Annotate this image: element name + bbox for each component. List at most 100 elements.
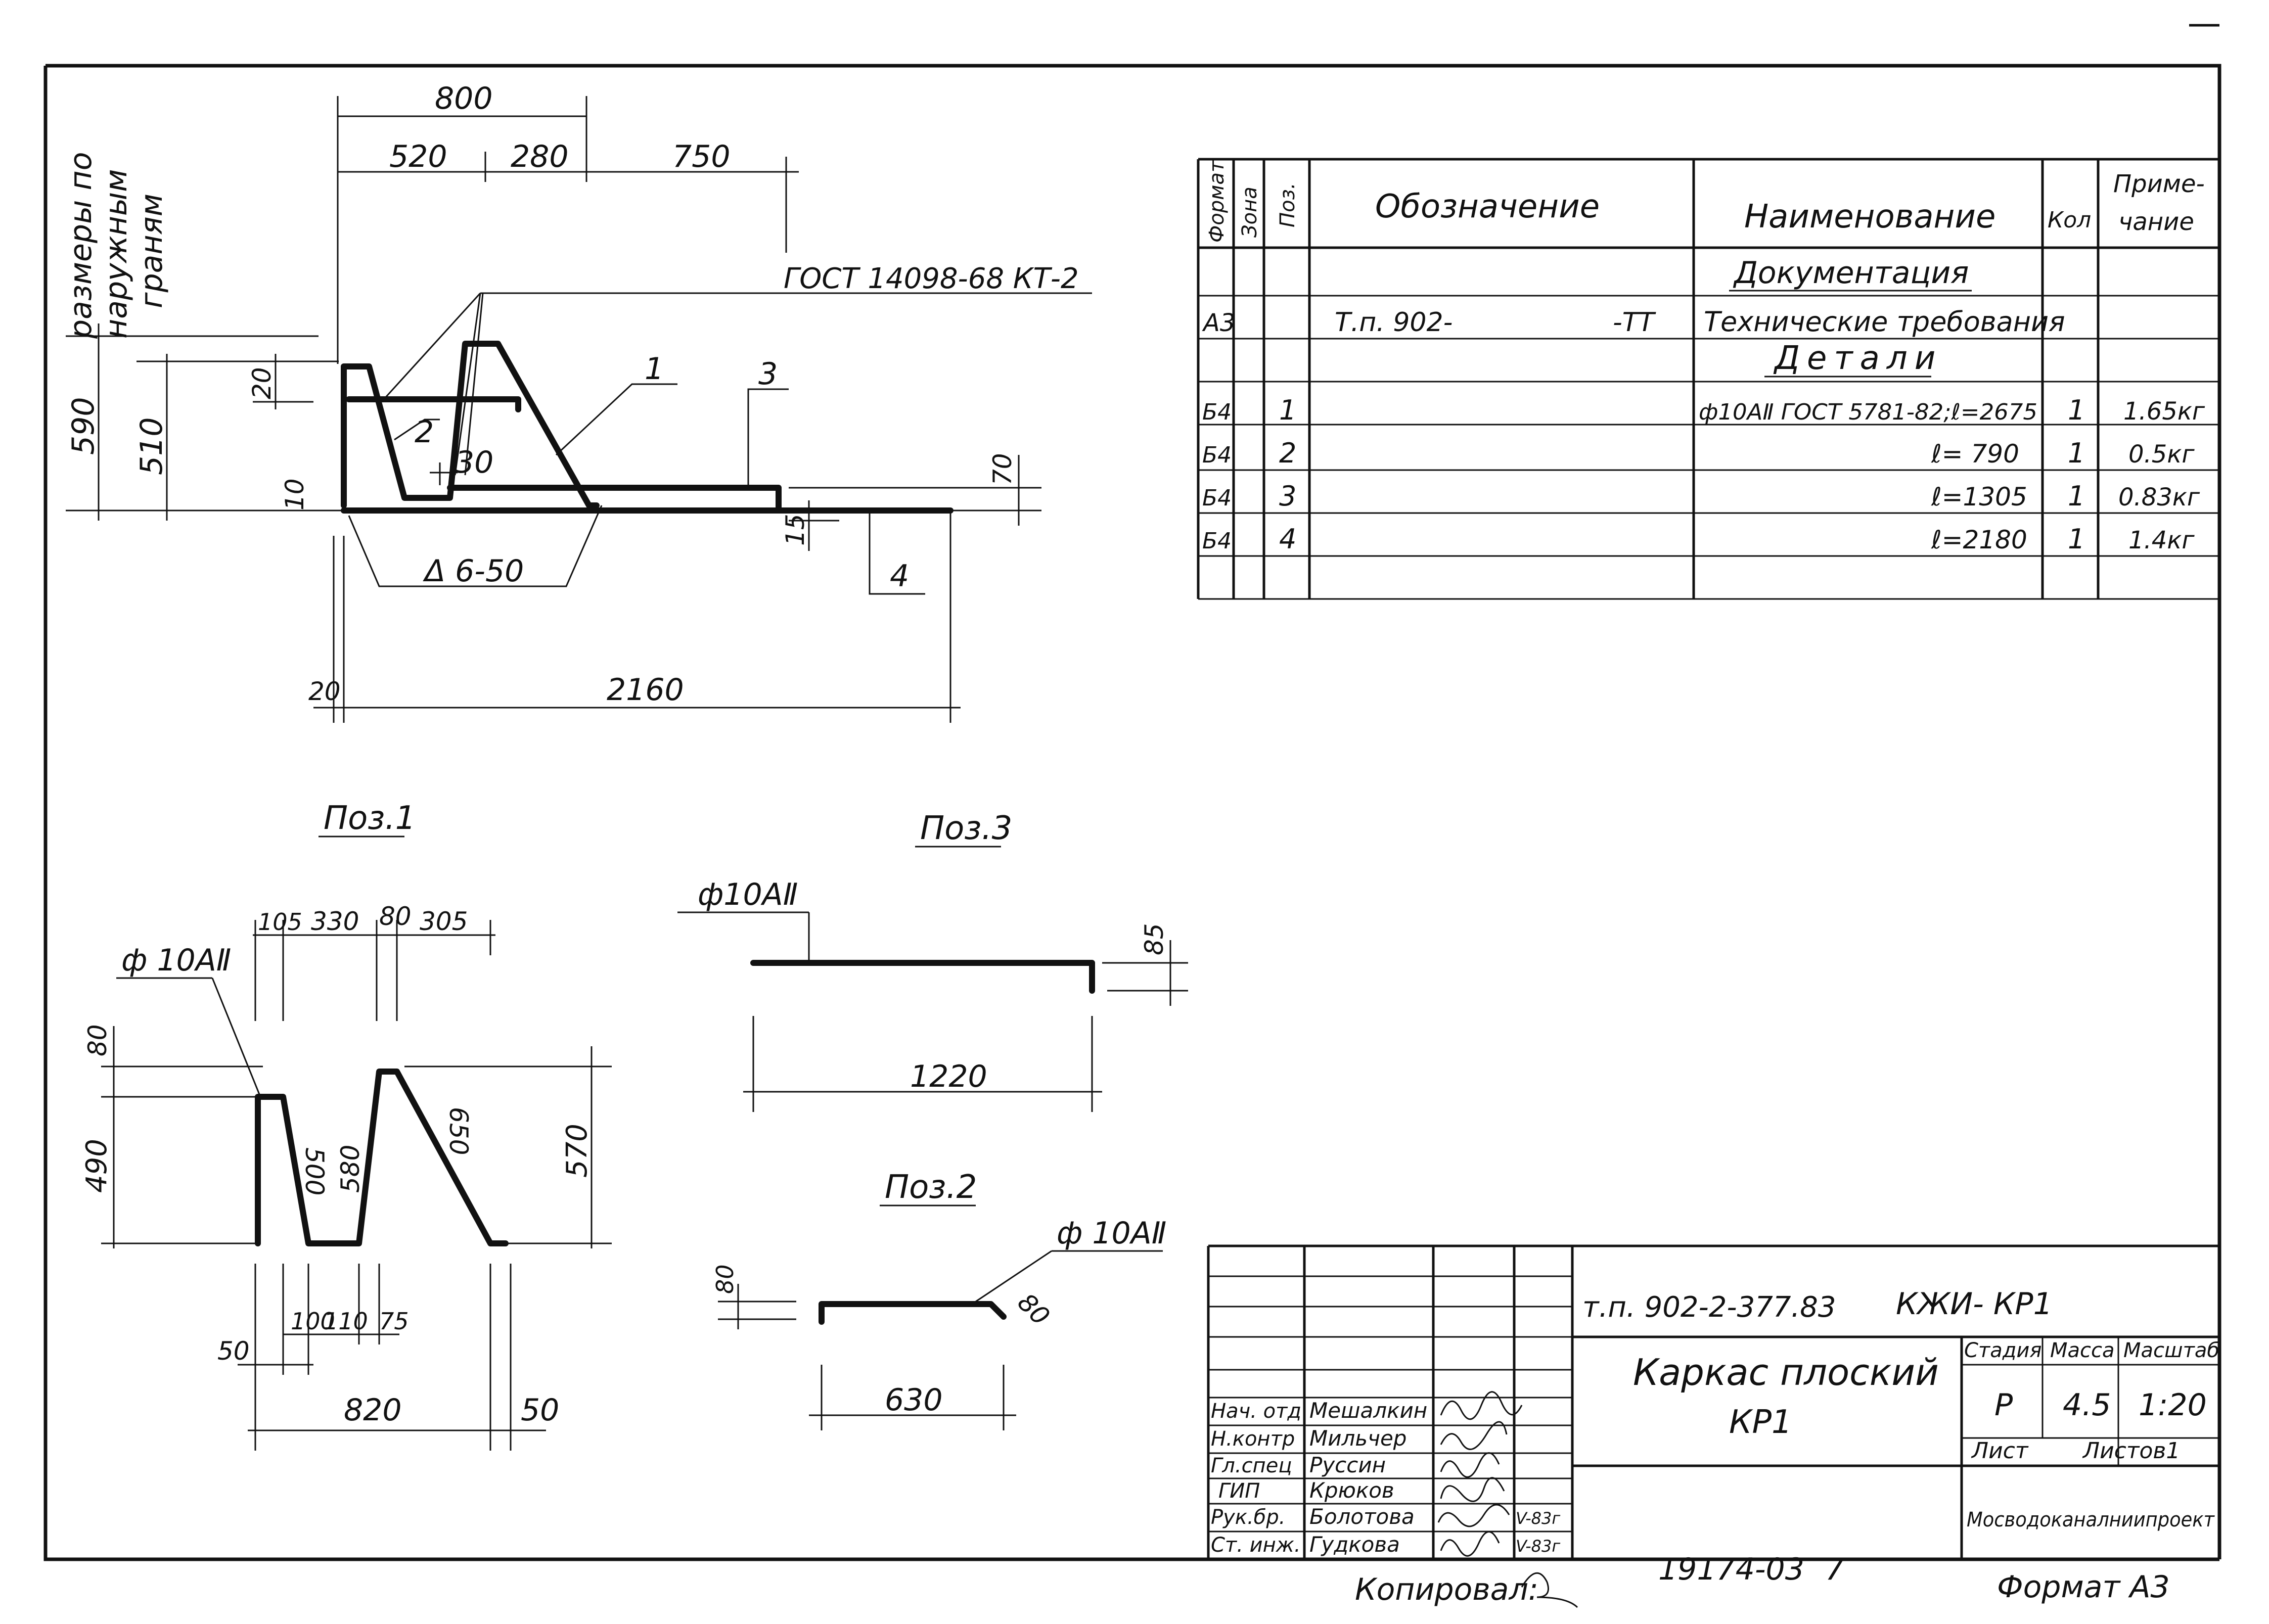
scale-value: 1:20 xyxy=(2139,1387,2207,1423)
inventory-sheet: 7 xyxy=(1825,1552,1844,1587)
poz1-dim-80-top: 80 xyxy=(379,902,412,931)
side-note-line-3: граням xyxy=(134,194,169,308)
dim-590: 590 xyxy=(66,397,101,455)
poz1-dim-500: 500 xyxy=(300,1147,329,1195)
dim-30: 30 xyxy=(455,445,493,480)
row1-qty: 1 xyxy=(2068,394,2085,426)
poz1-dim-80-left: 80 xyxy=(83,1024,112,1056)
spec-table: Формат Зона Поз. Обозначение Наименовани… xyxy=(1197,158,2219,600)
staff-row-1: Нач. отд Мешалкин xyxy=(1211,1391,1523,1423)
row1-pos: 1 xyxy=(1279,394,1296,426)
poz3-title: Поз.3 xyxy=(920,810,1012,847)
title-block: т.п. 902-2-377.83 КЖИ- КР1 Каркас плоски… xyxy=(1207,1244,2219,1559)
copied-label: Копировал: xyxy=(1355,1572,1538,1607)
poz2-dim-80-bend: 80 xyxy=(1012,1287,1056,1331)
spec-row-4: Б4 4 ℓ=2180 1 1.4кг xyxy=(1202,523,2195,555)
drawing-title-line-2: КР1 xyxy=(1729,1404,1792,1441)
side-note-line-1: размеры по xyxy=(63,152,99,339)
project-code: т.п. 902-2-377.83 xyxy=(1582,1291,1836,1324)
doc-row-designation-right: -ТТ xyxy=(1613,307,1657,338)
weld-callout: Δ 6-50 xyxy=(423,553,524,589)
row4-qty: 1 xyxy=(2068,523,2085,555)
staff-name-2: Мильчер xyxy=(1309,1426,1406,1451)
poz1-title: Поз.1 xyxy=(324,800,416,837)
staff-date-6: V-83г xyxy=(1516,1537,1560,1556)
staff-role-5: Рук.бр. xyxy=(1211,1506,1285,1529)
row4-name: ℓ=2180 xyxy=(1931,525,2027,554)
header-note-2: чание xyxy=(2118,208,2194,236)
dim-520: 520 xyxy=(389,139,447,174)
poz2-dim-630: 630 xyxy=(885,1382,943,1418)
doc-row-format: А3 xyxy=(1202,309,1235,337)
header-format: Формат xyxy=(1205,160,1229,243)
row4-pos: 4 xyxy=(1279,523,1296,555)
row2-qty: 1 xyxy=(2068,437,2085,469)
bar-pos-3 xyxy=(447,485,782,511)
poz1-bar-label: ф 10АⅡ xyxy=(121,943,231,978)
gost-callout: ГОСТ 14098-68 КТ-2 xyxy=(784,262,1079,295)
section-documentation: Документация xyxy=(1733,255,1969,291)
row3-note: 0.83кг xyxy=(2118,483,2200,512)
poz2-title: Поз.2 xyxy=(885,1169,977,1206)
row3-qty: 1 xyxy=(2068,480,2085,512)
drawing-title-line-1: Каркас плоский xyxy=(1633,1351,1939,1394)
staff-name-5: Болотова xyxy=(1309,1504,1415,1529)
row1-name: ф10АⅡ ГОСТ 5781-82;ℓ=2675 xyxy=(1699,399,2037,425)
staff-row-4: ГИП Крюков xyxy=(1218,1477,1505,1503)
row4-note: 1.4кг xyxy=(2128,526,2195,554)
mark-pos-2: 2 xyxy=(415,414,434,450)
poz1-dim-490: 490 xyxy=(80,1139,113,1193)
frame-elevation: 800 520 280 750 590 510 20 10 70 15 30 xyxy=(66,81,1092,723)
staff-role-1: Нач. отд xyxy=(1211,1400,1301,1423)
signature-2 xyxy=(1440,1421,1508,1450)
poz2-dim-80-left: 80 xyxy=(711,1264,739,1294)
row1-format: Б4 xyxy=(1202,399,1232,425)
poz1-dim-330: 330 xyxy=(311,907,359,936)
copied-signature xyxy=(1521,1572,1578,1608)
signature-5 xyxy=(1437,1504,1510,1527)
mass-value: 4.5 xyxy=(2063,1387,2111,1423)
signature-6 xyxy=(1440,1531,1500,1557)
dim-280: 280 xyxy=(511,139,569,174)
row2-format: Б4 xyxy=(1202,442,1232,468)
row2-note: 0.5кг xyxy=(2128,440,2195,469)
staff-role-6: Ст. инж. xyxy=(1211,1534,1301,1557)
header-qty: Кол xyxy=(2048,207,2091,233)
dim-2160: 2160 xyxy=(607,672,684,708)
staff-name-6: Гудкова xyxy=(1309,1532,1400,1557)
staff-row-5: Рук.бр. Болотова V-83г xyxy=(1211,1504,1560,1529)
poz3-dim-1220: 1220 xyxy=(910,1059,987,1094)
dim-10: 10 xyxy=(280,478,309,511)
spec-row-1: Б4 1 ф10АⅡ ГОСТ 5781-82;ℓ=2675 1 1.65кг xyxy=(1202,394,2205,426)
header-designation: Обозначение xyxy=(1375,188,1600,225)
dim-15: 15 xyxy=(781,514,810,546)
row4-format: Б4 xyxy=(1202,528,1232,554)
mark-pos-1: 1 xyxy=(645,351,664,387)
dim-20-left: 20 xyxy=(247,367,277,399)
sheet-code: КЖИ- КР1 xyxy=(1896,1286,2053,1322)
poz1-dim-50-left: 50 xyxy=(217,1336,250,1366)
row2-name: ℓ= 790 xyxy=(1931,439,2019,469)
poz1-dim-305: 305 xyxy=(420,907,468,936)
side-note: размеры по наружным граням xyxy=(63,152,169,339)
header-pos: Поз. xyxy=(1276,182,1299,227)
staff-name-1: Мешалкин xyxy=(1309,1398,1427,1423)
poz3-bar-label: ф10АⅡ xyxy=(698,877,798,912)
dim-20-bottom: 20 xyxy=(308,677,341,706)
header-name: Наименование xyxy=(1744,198,1995,236)
section-details: Детали xyxy=(1773,340,1942,377)
poz1-dim-50-right: 50 xyxy=(521,1393,559,1428)
format-label: Формат А3 xyxy=(1997,1569,2170,1605)
staff-role-3: Гл.спец xyxy=(1211,1454,1292,1477)
poz1-dim-75: 75 xyxy=(379,1308,409,1335)
staff-name-3: Руссин xyxy=(1309,1453,1386,1477)
staff-row-3: Гл.спец Руссин xyxy=(1211,1452,1500,1478)
poz1-dim-110: 110 xyxy=(324,1308,368,1335)
signature-4 xyxy=(1440,1477,1505,1502)
row3-pos: 3 xyxy=(1279,480,1296,512)
signature-3 xyxy=(1440,1452,1500,1478)
mark-pos-4: 4 xyxy=(890,559,909,594)
mark-pos-3: 3 xyxy=(758,356,778,392)
poz3-bar-shape xyxy=(750,960,1095,994)
